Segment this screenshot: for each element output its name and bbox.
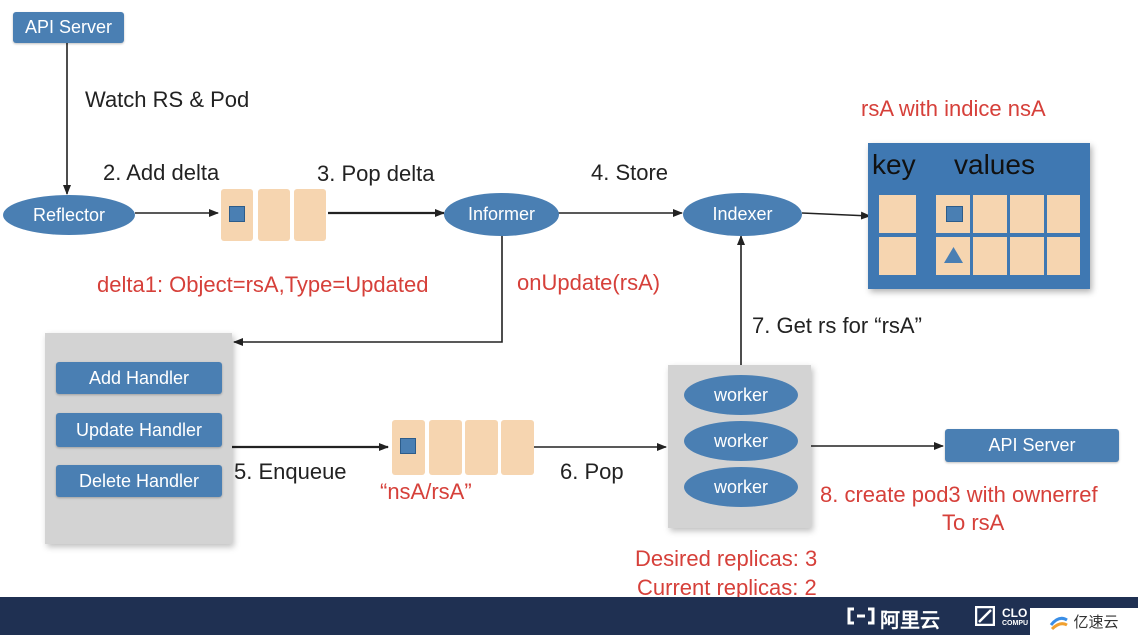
- watermark-badge: 亿速云: [1030, 608, 1138, 635]
- arrow-informer-to-handlers: [233, 236, 503, 346]
- table-key-header: key: [872, 149, 916, 180]
- indice-label: rsA with indice nsA: [861, 96, 1046, 121]
- create-pod-label: 8. create pod3 with ownerref: [820, 482, 1098, 507]
- delete-handler-button: Delete Handler: [56, 465, 222, 497]
- ns-rs-key-label: “nsA/rsA”: [380, 479, 472, 504]
- arrow-indexer-to-table: [801, 211, 871, 220]
- key-cell: [879, 195, 916, 233]
- value-cell: [1047, 237, 1080, 275]
- watermark-text: 亿速云: [1073, 614, 1119, 631]
- queue-cell: [294, 189, 326, 241]
- queue-cell: [258, 189, 290, 241]
- delta1-label: delta1: Object=rsA,Type=Updated: [97, 272, 429, 297]
- cloud-logo-icon: [975, 606, 995, 626]
- cloud-text-line2: COMPU: [1002, 620, 1029, 627]
- work-item-square: [400, 438, 416, 454]
- value-cell: [1010, 195, 1044, 233]
- queue-cell: [465, 420, 498, 475]
- aliyun-logo-icon: [847, 607, 875, 625]
- pop-label: 6. Pop: [560, 459, 624, 484]
- get-rs-label: 7. Get rs for “rsA”: [752, 313, 922, 338]
- api-server-top-node: API Server: [13, 12, 124, 43]
- indexer-table: key values: [868, 143, 1090, 289]
- cloud-text-line1: CLO: [1002, 606, 1028, 620]
- indexer-node: Indexer: [683, 193, 802, 236]
- enqueue-label: 5. Enqueue: [234, 459, 347, 484]
- add-handler-button: Add Handler: [56, 362, 222, 394]
- update-handler-button: Update Handler: [56, 413, 222, 447]
- worker-node: worker: [684, 467, 798, 507]
- queue-cell: [501, 420, 534, 475]
- api-server-right-node: API Server: [945, 429, 1119, 462]
- worker-node: worker: [684, 375, 798, 415]
- table-values-header: values: [954, 149, 1035, 180]
- desired-replicas-label: Desired replicas: 3: [635, 546, 818, 571]
- yisu-logo-icon: [1050, 616, 1069, 630]
- pop-delta-label: 3. Pop delta: [317, 161, 435, 186]
- aliyun-logo-text: 阿里云: [880, 610, 940, 632]
- value-triangle-icon: [944, 247, 963, 263]
- informer-architecture-diagram: API Server Reflector Informer Indexer AP…: [3, 12, 1119, 600]
- value-cell: [973, 237, 1007, 275]
- add-delta-label: 2. Add delta: [103, 160, 220, 185]
- current-replicas-label: Current replicas: 2: [637, 575, 817, 600]
- watch-label: Watch RS & Pod: [85, 87, 250, 112]
- informer-node: Informer: [444, 193, 559, 236]
- value-square-icon: [946, 206, 963, 222]
- key-cell: [879, 237, 916, 275]
- queue-cell: [429, 420, 462, 475]
- on-update-label: onUpdate(rsA): [517, 270, 661, 295]
- delta-item-square: [229, 206, 245, 222]
- to-rsa-label: To rsA: [942, 510, 1005, 535]
- value-cell: [973, 195, 1007, 233]
- footer-bar: 阿里云 CLO COMPU: [0, 597, 1138, 635]
- connector-layer: [63, 43, 944, 451]
- store-label: 4. Store: [591, 160, 669, 185]
- value-cell: [1010, 237, 1044, 275]
- value-cell: [1047, 195, 1080, 233]
- worker-node: worker: [684, 421, 798, 461]
- reflector-node: Reflector: [3, 195, 135, 235]
